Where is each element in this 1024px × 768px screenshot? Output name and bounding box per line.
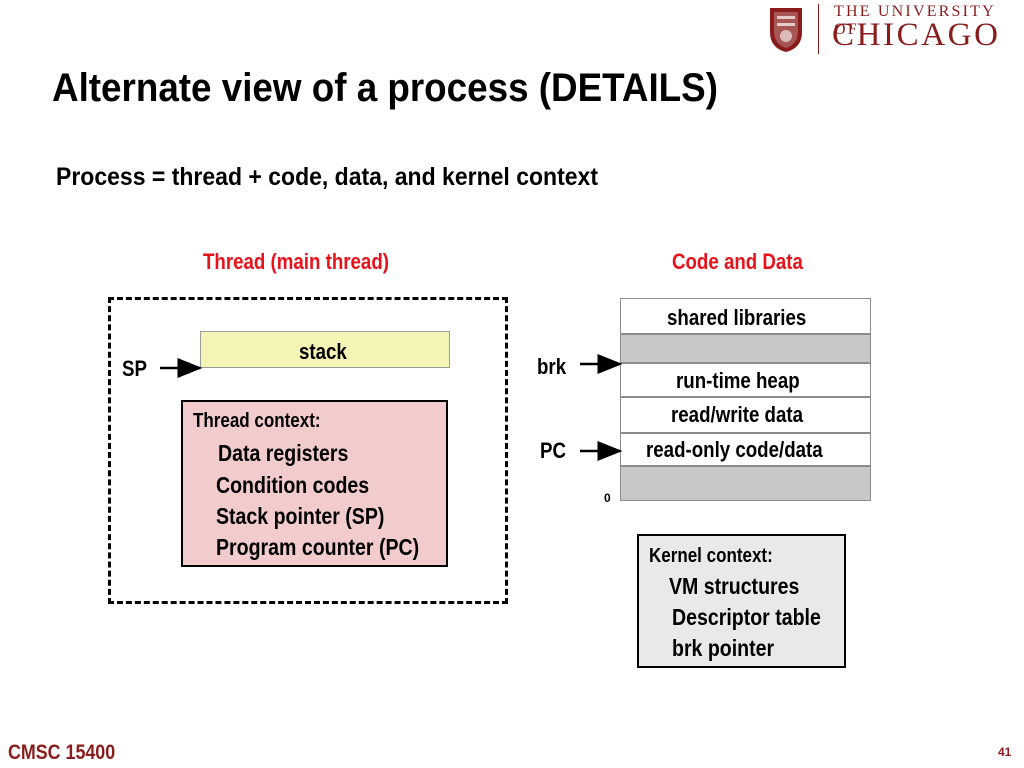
thread-context-item: Data registers (218, 440, 349, 466)
memory-label-ro-code: read-only code/data (646, 437, 823, 462)
memory-region-rw-data (620, 397, 871, 433)
kernel-context-item: VM structures (669, 573, 800, 599)
university-name-line1: THE UNIVERSITY OF (834, 3, 996, 38)
course-code: CMSC 15400 (8, 741, 116, 764)
slide-title: Alternate view of a process (DETAILS) (52, 66, 718, 110)
address-zero-label: 0 (604, 491, 611, 505)
university-name-line2: CHICAGO (832, 17, 1001, 53)
pc-label: PC (540, 438, 566, 463)
sp-label: SP (122, 356, 147, 381)
memory-region-shared-libraries (620, 298, 871, 334)
page-number: 41 (998, 745, 1012, 759)
brk-label: brk (537, 354, 567, 379)
thread-context-item: Program counter (PC) (216, 534, 420, 560)
thread-region (108, 297, 508, 604)
memory-label-rw-data: read/write data (671, 402, 803, 427)
thread-context-item: Condition codes (216, 472, 370, 498)
university-seal-icon (770, 8, 802, 52)
memory-region-gap (620, 334, 871, 363)
memory-label-shared-libraries: shared libraries (667, 305, 807, 330)
thread-context-item: Stack pointer (SP) (216, 503, 385, 529)
logo-divider (818, 4, 819, 54)
memory-label-heap: run-time heap (676, 368, 800, 393)
thread-context-title: Thread context: (193, 410, 321, 432)
code-data-heading: Code and Data (672, 249, 803, 274)
kernel-context-item: Descriptor table (672, 604, 821, 630)
stack-box (200, 331, 450, 368)
memory-region-bottom (620, 466, 871, 501)
slide-subtitle: Process = thread + code, data, and kerne… (56, 163, 598, 191)
kernel-context-item: brk pointer (672, 635, 775, 661)
memory-region-heap (620, 363, 871, 397)
thread-heading: Thread (main thread) (203, 249, 389, 274)
kernel-context-title: Kernel context: (649, 545, 773, 567)
memory-region-ro-code (620, 433, 871, 466)
kernel-context-box (637, 534, 846, 668)
thread-context-box (181, 400, 448, 567)
stack-label: stack (299, 339, 347, 364)
